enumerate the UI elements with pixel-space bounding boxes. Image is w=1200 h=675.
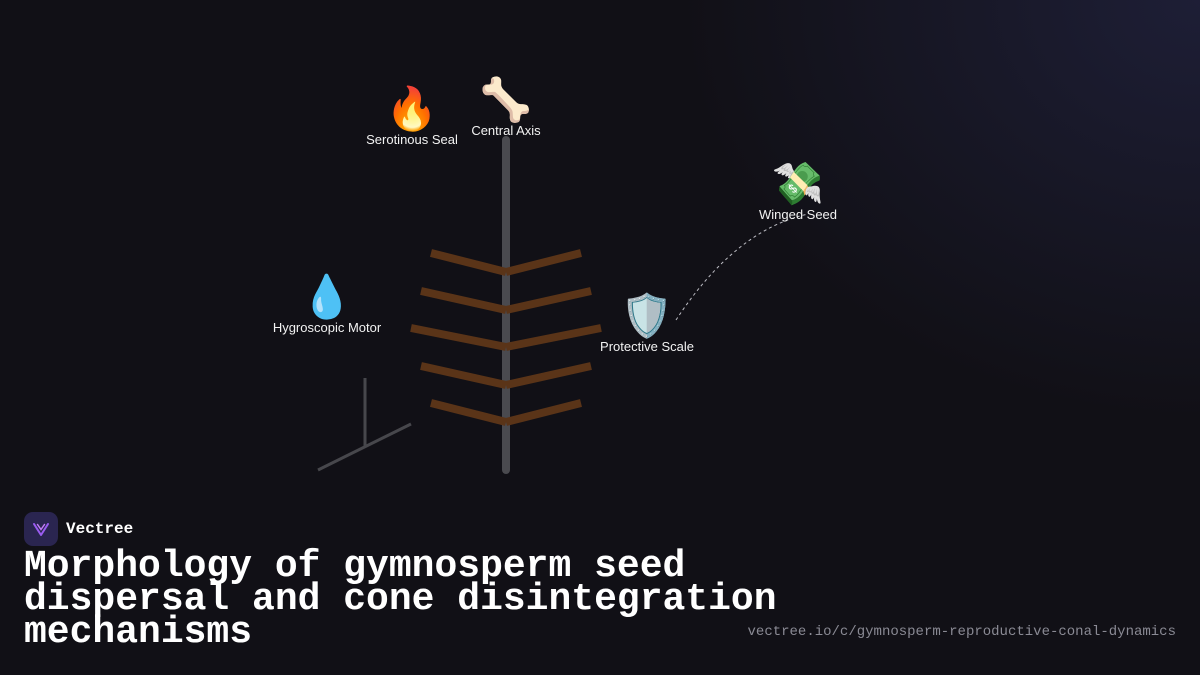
winged-seed-text: Winged Seed bbox=[758, 207, 838, 222]
protective-scale-text: Protective Scale bbox=[600, 339, 694, 354]
bone-icon: 🦴 bbox=[479, 75, 533, 124]
scale-left-2 bbox=[420, 287, 507, 314]
motor-arm bbox=[317, 422, 412, 472]
vectree-logo-icon bbox=[24, 512, 58, 546]
hygroscopic-motor-lever bbox=[317, 378, 412, 472]
scale-left-3 bbox=[410, 324, 507, 351]
scale-right-5 bbox=[505, 399, 582, 426]
brand: Vectree bbox=[24, 512, 133, 546]
scale-left-1 bbox=[430, 249, 507, 276]
scale-right-1 bbox=[505, 249, 582, 276]
droplet-icon: 💧 bbox=[300, 272, 354, 321]
fire-icon: 🔥 bbox=[385, 84, 439, 133]
scale-right-2 bbox=[505, 287, 592, 314]
page-title: Morphology of gymnosperm seed dispersal … bbox=[24, 545, 777, 654]
protective-scale-label: 🛡️ Protective Scale bbox=[600, 293, 694, 355]
shield-icon: 🛡️ bbox=[620, 291, 674, 340]
hygroscopic-motor-text: Hygroscopic Motor bbox=[272, 320, 382, 335]
scale-left-5 bbox=[430, 399, 507, 426]
central-axis-label: 🦴 Central Axis bbox=[471, 77, 540, 139]
serotinous-seal-label: 🔥 Serotinous Seal bbox=[366, 86, 458, 148]
scale-right-3 bbox=[505, 324, 602, 351]
scale-right-4 bbox=[505, 362, 592, 389]
cone-scales bbox=[410, 249, 602, 426]
brand-name: Vectree bbox=[66, 520, 134, 538]
source-url: vectree.io/c/gymnosperm-reproductive-con… bbox=[747, 624, 1176, 640]
central-axis-text: Central Axis bbox=[471, 123, 541, 138]
serotinous-seal-text: Serotinous Seal bbox=[366, 132, 458, 147]
money-with-wings-icon: 💸 bbox=[771, 159, 825, 208]
scale-left-4 bbox=[420, 362, 507, 389]
seed-trajectory bbox=[675, 213, 809, 321]
hygroscopic-motor-label: 💧 Hygroscopic Motor bbox=[273, 274, 381, 336]
winged-seed-label: 💸 Winged Seed bbox=[759, 161, 837, 223]
